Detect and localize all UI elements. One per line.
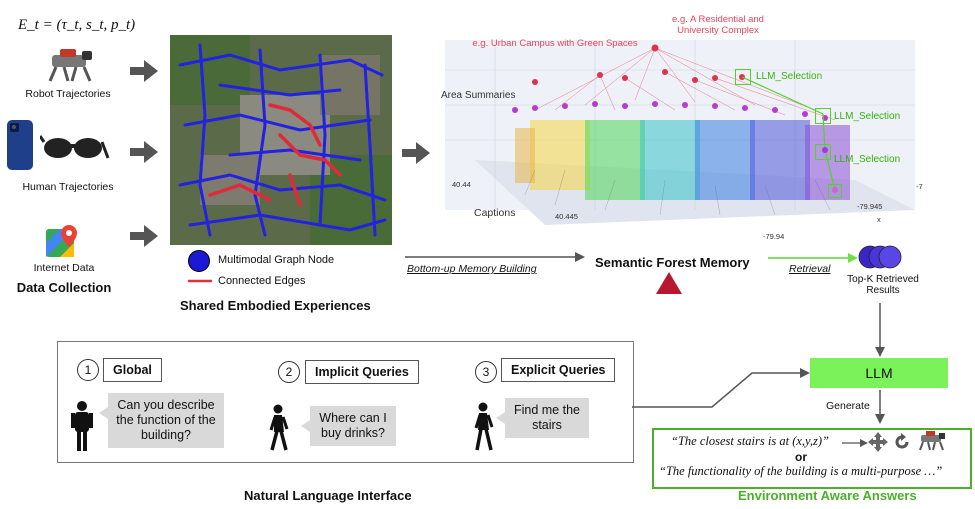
topk-label: Top-K Retrieved Results <box>847 274 919 296</box>
residential-annotation: e.g. A Residential and University Comple… <box>672 14 764 36</box>
axis-tick: -79.94 <box>763 232 785 241</box>
arrow-right-icon <box>130 141 158 163</box>
llm-selection-box <box>828 184 842 198</box>
edge-legend-label: Connected Edges <box>218 275 306 287</box>
human-trajectories-label: Human Trajectories <box>22 181 114 193</box>
node-legend-icon <box>188 250 210 272</box>
semantic-forest-plot <box>445 40 915 225</box>
answers-box <box>652 428 972 489</box>
arrow-down-icon <box>875 303 885 357</box>
axis-tick: 40.445 <box>555 212 578 221</box>
phone-icon <box>7 120 33 170</box>
connector-arrow <box>632 368 810 408</box>
answers-title: Environment Aware Answers <box>738 488 917 503</box>
query-bubble: Can you describe the function of the bui… <box>99 393 224 448</box>
data-collection-title: Data Collection <box>16 280 112 295</box>
query-type-tag: Explicit Queries <box>501 358 616 382</box>
llm-selection-label: LLM_Selection <box>834 154 901 165</box>
query-bubble: Where can I buy drinks? <box>301 406 396 446</box>
query-type-tag: Global <box>103 358 162 382</box>
query-number: 1 <box>77 359 99 381</box>
captions-label: Captions <box>474 207 516 219</box>
smart-glasses-icon <box>40 135 110 159</box>
llm-selection-box <box>815 108 831 124</box>
answer-or: or <box>795 450 807 464</box>
generate-label: Generate <box>826 400 870 412</box>
robot-dog-icon <box>48 49 92 82</box>
nli-panel <box>57 341 634 463</box>
rotate-icon <box>895 433 909 449</box>
retrieval-arrow <box>768 253 858 263</box>
llm-box: LLM <box>810 358 948 388</box>
llm-selection-box <box>735 69 751 85</box>
nli-title: Natural Language Interface <box>244 488 412 503</box>
robot-trajectories-label: Robot Trajectories <box>25 88 111 100</box>
axis-tick: -79.945 <box>857 202 883 211</box>
arrow-right-icon <box>402 142 430 164</box>
axis-tick: -7 <box>916 182 923 191</box>
edge-legend-icon <box>188 279 212 283</box>
urban-campus-annotation: e.g. Urban Campus with Green Spaces <box>472 38 638 49</box>
retrieval-label: Retrieval <box>789 263 831 275</box>
internet-data-label: Internet Data <box>33 262 95 274</box>
answer-line-1: “The closest stairs is at (x,y,z)” <box>671 434 829 448</box>
topk-results-icon <box>858 245 902 269</box>
llm-selection-box <box>815 144 831 160</box>
google-maps-icon <box>46 225 77 257</box>
move-icon <box>868 432 888 452</box>
campus-graph-map <box>170 35 392 245</box>
query-type-tag: Implicit Queries <box>305 360 419 384</box>
person-walking-icon <box>474 402 494 451</box>
query-number: 3 <box>475 361 497 383</box>
llm-selection-label: LLM_Selection <box>756 71 823 82</box>
arrow-right-icon <box>130 60 158 82</box>
bottom-up-arrow <box>405 252 585 262</box>
answer-line-2: “The functionality of the building is a … <box>659 464 943 478</box>
semantic-forest-title: Semantic Forest Memory <box>595 255 750 270</box>
arrow-down-icon <box>875 390 885 424</box>
shared-experiences-title: Shared Embodied Experiences <box>180 298 371 313</box>
llm-selection-label: LLM_Selection <box>834 111 901 122</box>
area-summaries-label: Area Summaries <box>441 90 516 101</box>
equation: E_t = (τ_t, s_t, p_t) <box>18 17 136 33</box>
small-arrow-icon <box>842 439 868 447</box>
node-legend-label: Multimodal Graph Node <box>218 254 335 266</box>
axis-tick: x <box>877 215 881 224</box>
arrow-right-icon <box>130 225 158 247</box>
query-bubble: Find me the stairs <box>496 398 589 438</box>
person-icon <box>71 401 93 451</box>
triangle-marker-icon <box>656 272 682 294</box>
person-walking-icon <box>269 404 289 451</box>
bottom-up-label: Bottom-up Memory Building <box>407 263 537 275</box>
query-number: 2 <box>278 361 300 383</box>
robot-dog-icon <box>919 431 945 451</box>
axis-tick: 40.44 <box>452 180 471 189</box>
